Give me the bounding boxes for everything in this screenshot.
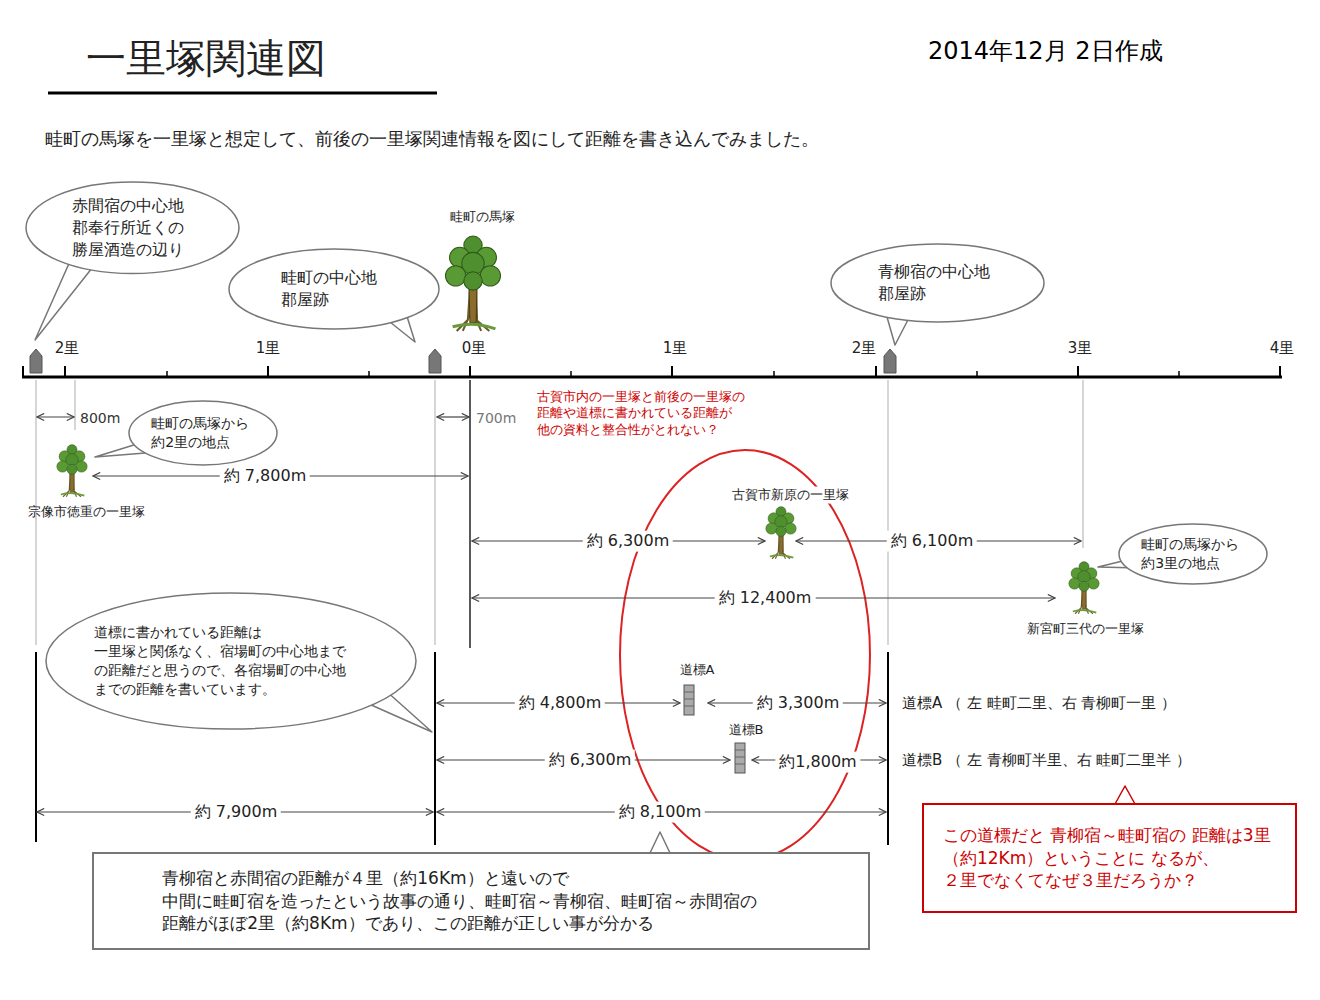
distance-label: 約 4,800m [515, 693, 605, 714]
distance-label: 約1,800m [775, 752, 860, 773]
waystone-label: 道標A [676, 662, 719, 679]
callout-bubble: 畦町の馬塚から 約2里の地点 [128, 400, 278, 466]
axis-label: 4里 [1270, 339, 1295, 359]
callout-bubble: 青柳宿の中心地 郡屋跡 [830, 243, 1045, 323]
distance-label: 約 6,100m [887, 531, 977, 552]
axis-label: 1里 [256, 339, 281, 359]
axis-label: 2里 [55, 339, 80, 359]
tree-label: 畦町の馬塚 [450, 209, 515, 226]
bubble-outline [45, 592, 417, 730]
bubble-outline [830, 243, 1045, 323]
node-text: 道標に書かれている距離は 一里塚と関係なく、宿場町の中心地まで の距離だと思うの… [94, 623, 368, 699]
axis-label: 0里 [462, 339, 487, 359]
bubble-outline [128, 400, 278, 466]
node-text: この道標だと 青柳宿～畦町宿の 距離は3里（約12Km）ということに なるが、２… [943, 824, 1276, 893]
distance-label: 約 8,100m [615, 802, 705, 823]
callout-bubble: 畦町の中心地 郡屋跡 [228, 248, 440, 330]
node-text: 畦町の中心地 郡屋跡 [281, 267, 387, 310]
distance-label: 約 3,300m [753, 693, 843, 714]
waystone-text: 道標A （ 左 畦町二里、右 青柳町一里 ） [902, 694, 1176, 714]
node-text: 畦町の馬塚から 約3里の地点 [1141, 535, 1245, 573]
node-text: 赤間宿の中心地 郡奉行所近くの 勝屋酒造の辺り [72, 195, 194, 260]
node-text: 青柳宿の中心地 郡屋跡 [878, 261, 996, 304]
node-text: 畦町の馬塚から 約2里の地点 [151, 414, 255, 452]
question-box: この道標だと 青柳宿～畦町宿の 距離は3里（約12Km）ということに なるが、２… [922, 803, 1297, 913]
date-label: 2014年12月 2日作成 [928, 36, 1163, 67]
distance-label: 約 6,300m [545, 750, 635, 771]
distance-label: 約 7,800m [220, 466, 310, 487]
waystone-label: 道標B [725, 722, 768, 739]
axis-label: 3里 [1068, 339, 1093, 359]
tree-label: 古賀市新原の一里塚 [728, 487, 853, 504]
distance-label: 約 7,900m [191, 802, 281, 823]
axis-label: 1里 [663, 339, 688, 359]
bubble-outline [1118, 523, 1268, 585]
subtitle: 畦町の馬塚を一里塚と想定して、前後の一里塚関連情報を図にして距離を書き込んでみま… [45, 127, 819, 150]
bubble-outline [228, 248, 440, 330]
axis-label: 2里 [852, 339, 877, 359]
diagram-title: 一里塚関連図 [86, 34, 326, 82]
distance-label: 約 6,300m [583, 531, 673, 552]
tree-label: 宗像市徳重の一里塚 [28, 504, 145, 521]
conclusion-box: 青柳宿と赤間宿の距離が４里（約16Km）と遠いので 中間に畦町宿を造ったという故… [92, 852, 870, 950]
callout-bubble: 赤間宿の中心地 郡奉行所近くの 勝屋酒造の辺り [25, 181, 240, 275]
note-bubble: 道標に書かれている距離は 一里塚と関係なく、宿場町の中心地まで の距離だと思うの… [45, 592, 417, 730]
node-text: 青柳宿と赤間宿の距離が４里（約16Km）と遠いので 中間に畦町宿を造ったという故… [162, 867, 800, 936]
callout-bubble: 畦町の馬塚から 約3里の地点 [1118, 523, 1268, 585]
question-note: 古賀市内の一里塚と前後の一里塚の 距離や道標に書かれている距離が 他の資料と整合… [537, 389, 758, 438]
distance-label: 700m [476, 409, 516, 427]
distance-label: 800m [80, 409, 120, 427]
distance-label: 約 12,400m [715, 588, 816, 609]
tree-label: 新宮町三代の一里塚 [1027, 621, 1144, 638]
waystone-text: 道標B （ 左 青柳町半里、右 畦町二里半 ） [902, 751, 1191, 771]
